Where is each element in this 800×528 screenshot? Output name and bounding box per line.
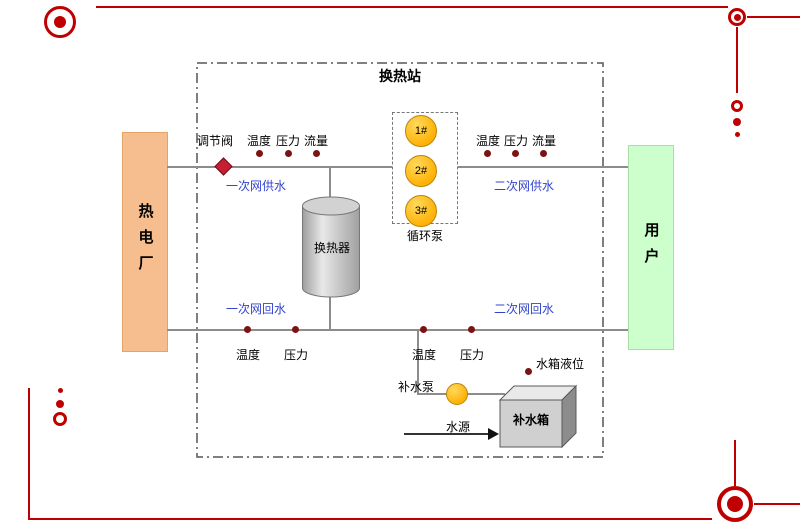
decor-ring-top-right (728, 8, 746, 26)
station-boundary-rect (196, 62, 604, 458)
sensor-label-temp-bm: 温度 (412, 348, 437, 362)
user-label: 用户 (642, 221, 660, 274)
secondary-return-label: 二次网回水 (494, 302, 555, 316)
sensor-label-temp-tr: 温度 (476, 134, 501, 148)
decor-dot-right-2 (735, 132, 740, 137)
sensor-dot (540, 150, 547, 157)
decor-ring-top-left-dot (54, 16, 66, 28)
heat-exchanger (302, 196, 360, 298)
heat-exchanger-body (302, 205, 360, 298)
sensor-label-press-bm: 压力 (460, 348, 485, 362)
pump-1-label: 1# (414, 125, 428, 137)
primary-return-label: 一次网回水 (226, 302, 287, 316)
pump-group-label: 循环泵 (406, 229, 443, 243)
water-source-label: 水源 (446, 420, 471, 434)
water-source-arrow-icon (488, 428, 499, 440)
sensor-label-press-bl: 压力 (284, 348, 309, 362)
decor-dot-left-2 (56, 400, 64, 408)
sensor-dot (484, 150, 491, 157)
sensor-label-flow-tl: 流量 (304, 134, 329, 148)
decor-ring-bottom-right-dot (727, 496, 743, 512)
user-block: 用户 (628, 145, 674, 350)
makeup-tank-side (561, 384, 577, 449)
decor-dot-right-1 (733, 118, 741, 126)
sensor-dot (468, 326, 475, 333)
decor-ring-top-right-dot (733, 13, 741, 21)
sensor-dot (512, 150, 519, 157)
decor-top-right-vline (736, 27, 738, 93)
pipe-makeup-drop (417, 330, 419, 394)
valve-label: 调节阀 (197, 134, 234, 148)
makeup-tank (498, 384, 578, 449)
sensor-label-temp-bl: 温度 (236, 348, 261, 362)
sensor-label-flow-tr: 流量 (532, 134, 557, 148)
makeup-pump-icon (446, 383, 468, 405)
pump-1: 1# (405, 115, 437, 147)
sensor-label-press-tr: 压力 (504, 134, 529, 148)
pump-2: 2# (405, 155, 437, 187)
pipe-makeup-right (467, 393, 505, 395)
pipe-exchanger-drop (329, 294, 331, 330)
pipe-supply-drop (329, 166, 331, 202)
sensor-label-press-tl: 压力 (276, 134, 301, 148)
secondary-supply-label: 二次网供水 (494, 179, 555, 193)
station-title: 换热站 (379, 68, 421, 84)
sensor-dot (525, 368, 532, 375)
pump-2-label: 2# (414, 165, 428, 177)
sensor-dot (420, 326, 427, 333)
decor-bottom-right-vline (734, 440, 736, 486)
decor-top-line (96, 6, 728, 8)
pipe-primary-supply (167, 166, 392, 168)
tank-level-label: 水箱液位 (536, 357, 585, 371)
decor-bottom-right-hline (754, 503, 800, 505)
pipe-makeup-left (417, 393, 447, 395)
decor-top-right-hline (747, 16, 800, 18)
plant-label: 热电厂 (136, 203, 154, 281)
decor-dot-left-1 (58, 388, 63, 393)
makeup-tank-front (499, 399, 563, 448)
pipe-return (167, 329, 628, 331)
sensor-dot (244, 326, 251, 333)
decor-small-ring-right (731, 100, 743, 112)
sensor-dot (285, 150, 292, 157)
primary-supply-label: 一次网供水 (226, 179, 287, 193)
heat-exchanger-top (302, 196, 360, 216)
pump-3: 3# (405, 195, 437, 227)
decor-ring-top-left (44, 6, 76, 38)
pipe-secondary-supply (458, 166, 628, 168)
plant-block: 热电厂 (122, 132, 168, 352)
sensor-dot (256, 150, 263, 157)
decor-bottom-line (28, 518, 712, 520)
sensor-dot (313, 150, 320, 157)
makeup-pump-label: 补水泵 (398, 380, 435, 394)
makeup-tank-label: 补水箱 (512, 413, 549, 427)
decor-ring-bottom-right (717, 486, 753, 522)
pump-3-label: 3# (414, 205, 428, 217)
decor-bottom-left-vline (28, 388, 30, 520)
water-source-line (404, 433, 489, 435)
sensor-dot (292, 326, 299, 333)
station-boundary (196, 62, 604, 458)
sensor-label-temp-tl: 温度 (247, 134, 272, 148)
heat-exchanger-label: 换热器 (313, 241, 350, 255)
decor-small-ring-left (53, 412, 67, 426)
